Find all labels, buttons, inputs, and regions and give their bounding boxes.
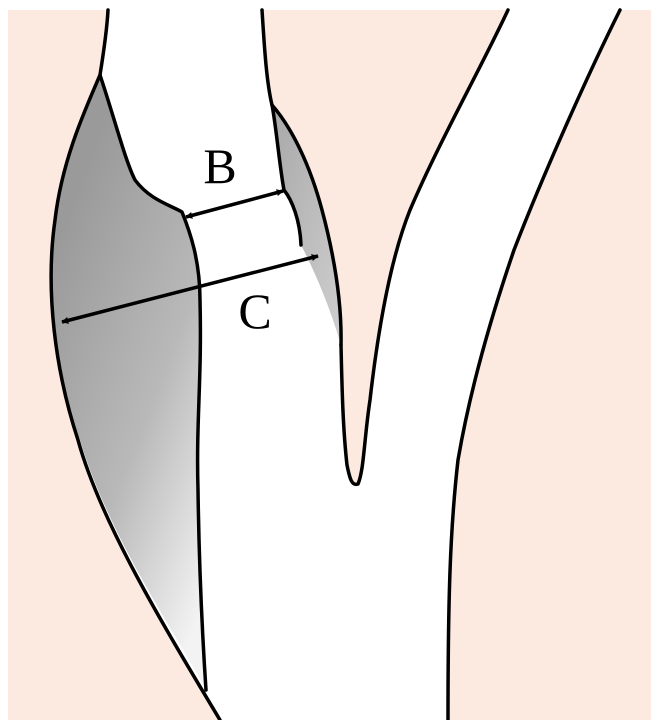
measurement-c-label: C [238,283,271,339]
measurement-b-label: B [203,138,236,194]
